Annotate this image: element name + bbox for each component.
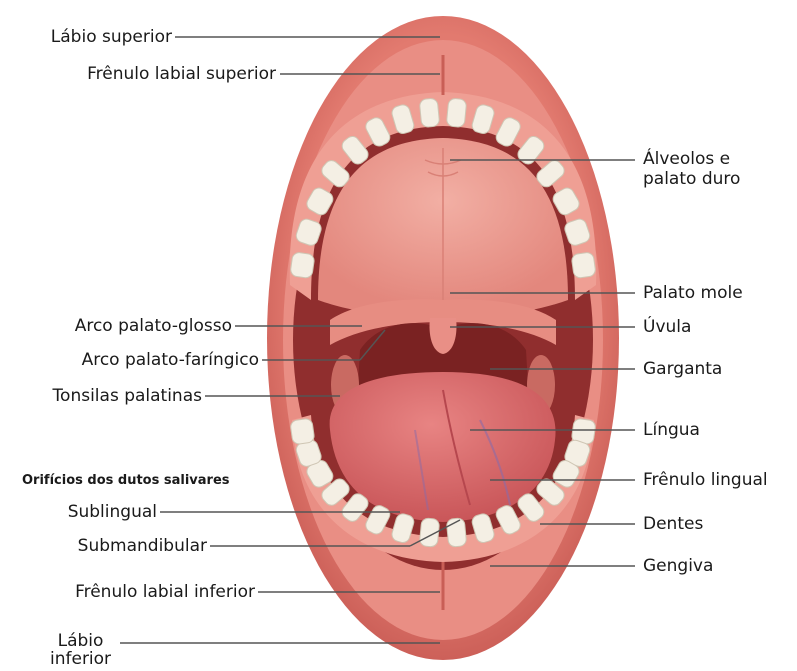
label-frenulo-labial-superior: Frênulo labial superior	[87, 64, 276, 84]
label-frenulo-lingual: Frênulo lingual	[643, 470, 768, 490]
label-tonsilas-palatinas: Tonsilas palatinas	[53, 386, 202, 406]
label-arco-palato-faringico: Arco palato-faríngico	[82, 350, 259, 370]
label-alveolos-palato-duro: Álveolos e palato duro	[643, 149, 740, 189]
upper-tooth	[571, 252, 596, 279]
label-labio-superior: Lábio superior	[51, 27, 172, 47]
label-frenulo-labial-inferior: Frênulo labial inferior	[75, 582, 255, 602]
upper-tooth	[290, 252, 315, 279]
label-garganta: Garganta	[643, 359, 722, 379]
lower-tooth	[290, 418, 315, 445]
label-sublingual: Sublingual	[68, 502, 157, 522]
upper-tooth	[446, 98, 467, 128]
label-lingua: Língua	[643, 420, 700, 440]
label-uvula: Úvula	[643, 317, 691, 337]
upper-tooth	[419, 98, 440, 128]
label-submandibular: Submandibular	[78, 536, 207, 556]
label-orificios-dutos-salivares: Orifícios dos dutos salivares	[22, 471, 230, 491]
label-labio-inferior: Lábio inferior	[50, 632, 111, 668]
label-arco-palato-glosso: Arco palato-glosso	[75, 316, 232, 336]
label-gengiva: Gengiva	[643, 556, 713, 576]
label-dentes: Dentes	[643, 514, 703, 534]
label-palato-mole: Palato mole	[643, 283, 743, 303]
